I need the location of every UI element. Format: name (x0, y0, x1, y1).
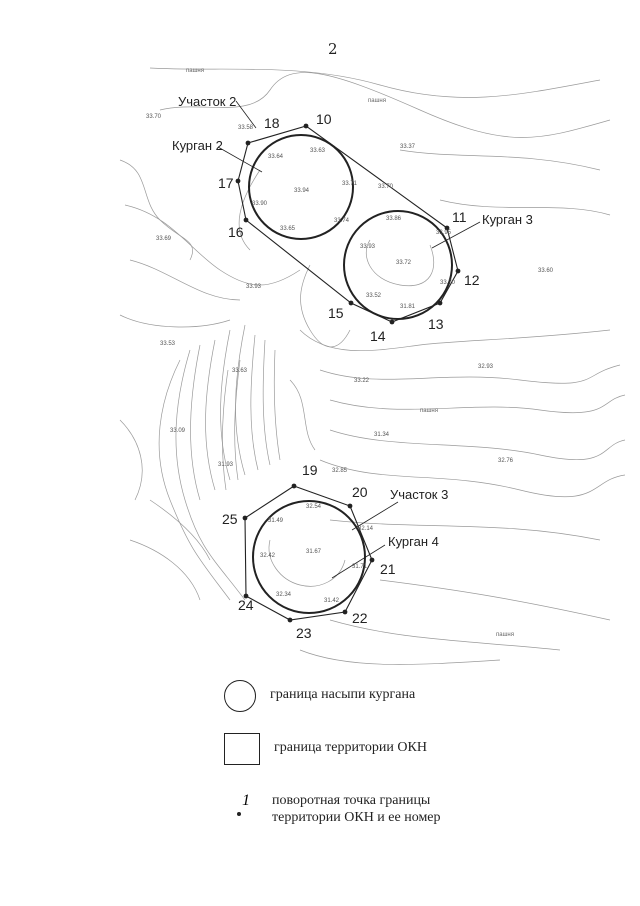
point-number-24: 24 (238, 597, 254, 613)
area3-label: Участок 3 (390, 487, 448, 502)
elevation-mark: 33.63 (232, 368, 248, 374)
contour-lines (119, 67, 626, 665)
elevation-mark: 33.93 (360, 244, 376, 250)
legend-territory-text: граница территории ОКН (274, 740, 427, 755)
elevation-mark: 33.94 (294, 188, 310, 194)
elevation-mark: 32.93 (478, 364, 494, 370)
elevation-mark: 32.42 (260, 553, 276, 559)
elevation-mark: 32.34 (276, 592, 292, 598)
field-label: пашня (420, 408, 438, 414)
elevation-mark: 33.37 (400, 144, 416, 150)
elevation-marks: 33.70 33.37 33.58 33.63 33.64 33.71 33.9… (146, 114, 554, 604)
elevation-mark: 31.34 (374, 432, 390, 438)
elevation-mark: 33.70 (440, 280, 456, 286)
elevation-mark: 33.74 (334, 218, 350, 224)
legend-territory-boundary: граница территории ОКН (224, 733, 427, 765)
elevation-mark: 33.70 (378, 184, 394, 190)
point-number-22: 22 (352, 610, 368, 626)
field-label: пашня (186, 68, 204, 74)
elevation-mark: 33.22 (354, 378, 370, 384)
turning-point-symbol-icon: 1 (224, 790, 258, 820)
turning-point-sample-number: 1 (242, 792, 250, 809)
elevation-mark: 33.86 (386, 216, 402, 222)
leader-lines (217, 100, 481, 579)
kurgan3-mound-boundary (343, 210, 453, 320)
elevation-mark: 33.60 (538, 268, 554, 274)
point-number-23: 23 (296, 625, 312, 641)
point-number-20: 20 (352, 484, 368, 500)
point-number-21: 21 (380, 561, 396, 577)
point-number-11: 11 (452, 209, 467, 225)
area3-boundary (244, 485, 373, 621)
kurgan4-label: Курган 4 (388, 534, 439, 549)
elevation-mark: 33.53 (160, 341, 176, 347)
field-label: пашня (496, 632, 514, 638)
point-number-19: 19 (302, 462, 318, 478)
elevation-mark: 33.69 (156, 236, 172, 242)
point-number-13: 13 (428, 316, 444, 332)
elevation-mark: 33.95 (436, 230, 452, 236)
point-number-14: 14 (370, 328, 386, 344)
point-number-16: 16 (228, 224, 244, 240)
point-number-25: 25 (222, 511, 238, 527)
legend-turning-point-text: поворотная точка границы территории ОКН … (272, 792, 441, 826)
kurgan3-label: Курган 3 (482, 212, 533, 227)
elevation-mark: 32.76 (498, 458, 514, 464)
kurgan2-mound-boundary (248, 134, 354, 240)
elevation-mark: 31.67 (306, 549, 322, 555)
point-number-10: 10 (316, 111, 332, 127)
kurgan2-label: Курган 2 (172, 138, 223, 153)
page-number: 2 (328, 40, 338, 58)
elevation-mark: 31.71 (352, 564, 368, 570)
turning-point-dot-icon (237, 812, 241, 816)
area2-label: Участок 2 (178, 94, 236, 109)
elevation-mark: 33.65 (280, 226, 296, 232)
legend-turning-point-line2: территории ОКН и ее номер (272, 810, 441, 825)
elevation-mark: 32.54 (306, 504, 322, 510)
elevation-mark: 33.71 (342, 181, 358, 187)
square-symbol-icon (224, 733, 260, 765)
legend-mound-boundary: граница насыпи кургана (224, 680, 415, 712)
elevation-mark: 32.85 (332, 468, 348, 474)
elevation-mark: 33.64 (268, 154, 284, 160)
elevation-mark: 33.90 (252, 201, 268, 207)
elevation-mark: 31.49 (268, 518, 284, 524)
topographic-map: Участок 2 Участок 3 Курган 2 Курган 3 Ку… (119, 67, 626, 665)
point-number-15: 15 (328, 305, 344, 321)
point-number-18: 18 (264, 115, 280, 131)
legend-turning-point: 1 поворотная точка границы территории ОК… (224, 790, 441, 826)
elevation-mark: 33.09 (170, 428, 186, 434)
elevation-mark: 33.70 (146, 114, 162, 120)
boundary-point-dots (235, 123, 461, 623)
elevation-mark: 31.42 (324, 598, 340, 604)
elevation-mark: 31.81 (400, 304, 416, 310)
circle-symbol-icon (224, 680, 256, 712)
legend-turning-point-line1: поворотная точка границы (272, 793, 431, 808)
elevation-mark: 32.14 (358, 526, 374, 532)
point-number-17: 17 (218, 175, 234, 191)
elevation-mark: 33.72 (396, 260, 412, 266)
elevation-mark: 31.93 (218, 462, 234, 468)
elevation-mark: 33.93 (246, 284, 262, 290)
field-label: пашня (368, 98, 386, 104)
legend-mound-text: граница насыпи кургана (270, 687, 416, 702)
elevation-mark: 33.63 (310, 148, 326, 154)
elevation-mark: 33.52 (366, 293, 382, 299)
elevation-mark: 33.58 (238, 125, 254, 131)
point-number-12: 12 (464, 272, 480, 288)
